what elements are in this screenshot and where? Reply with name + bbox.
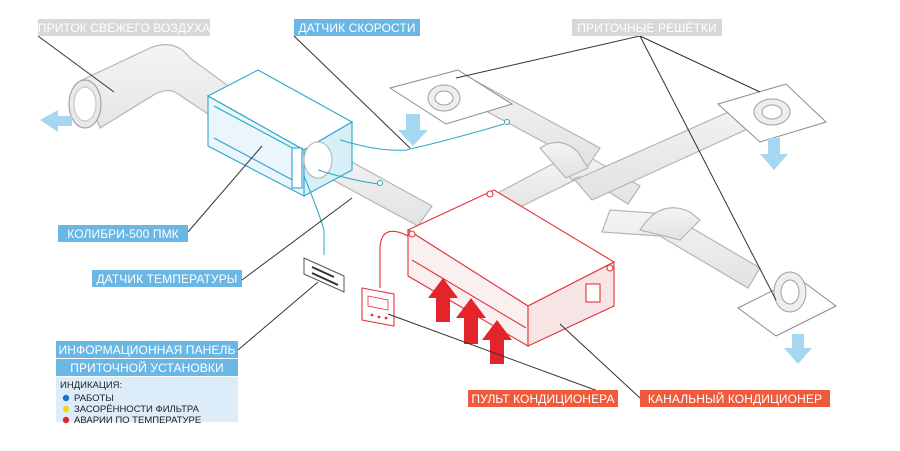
leader-lines <box>37 35 777 399</box>
cold-air-arrow-icon <box>428 278 458 322</box>
status-dot-icon <box>62 416 70 424</box>
unit-model-text: КОЛИБРИ-500 ПМК <box>67 227 179 241</box>
speed-sensor-text: ДАТЧИК СКОРОСТИ <box>298 21 415 35</box>
cold-air-arrow-icon <box>482 320 512 364</box>
grille-arrow-icon <box>760 138 788 170</box>
label-speed-sensor: ДАТЧИК СКОРОСТИ <box>294 19 420 36</box>
grille-arrow-icon <box>784 334 812 364</box>
info-panel-device <box>303 257 345 293</box>
duct-ac-unit <box>379 189 616 347</box>
status-dot-icon <box>62 394 70 402</box>
label-duct-ac: КАНАЛЬНЫЙ КОНДИЦИОНЕР <box>640 390 830 407</box>
label-temp-sensor: ДАТЧИК ТЕМПЕРАТУРЫ <box>92 270 242 287</box>
fresh-air-intake-text: ПРИТОК СВЕЖЕГО ВОЗДУХА <box>38 21 210 35</box>
ac-remote-text: ПУЛЬТ КОНДИЦИОНЕРА <box>471 392 614 406</box>
indication-item-work: РАБОТЫ <box>74 393 114 404</box>
label-ac-remote: ПУЛЬТ КОНДИЦИОНЕРА <box>468 390 618 407</box>
indication-title: ИНДИКАЦИЯ: <box>60 380 122 391</box>
label-fresh-air-intake: ПРИТОК СВЕЖЕГО ВОЗДУХА <box>38 19 210 36</box>
grille-arrow-icon <box>398 114 428 146</box>
indication-legend: ИНДИКАЦИЯ: РАБОТЫ ЗАСОРЁННОСТИ ФИЛЬТРА А… <box>56 377 238 426</box>
temp-sensor-text: ДАТЧИК ТЕМПЕРАТУРЫ <box>96 272 237 286</box>
kolibri-unit <box>206 69 354 197</box>
supply-grilles-text: ПРИТОЧНЫЕ РЕШЁТКИ <box>577 21 716 35</box>
indication-item-temp-alarm: АВАРИИ ПО ТЕМПЕРАТУРЕ <box>74 415 201 426</box>
intake-arrow-icon <box>40 110 72 132</box>
ac-remote-device <box>361 287 395 327</box>
status-dot-icon <box>62 405 70 413</box>
label-unit-model: КОЛИБРИ-500 ПМК <box>58 225 188 242</box>
cold-air-arrow-icon <box>456 298 486 344</box>
label-supply-grilles: ПРИТОЧНЫЕ РЕШЁТКИ <box>572 19 722 36</box>
indication-item-filter: ЗАСОРЁННОСТИ ФИЛЬТРА <box>74 404 200 415</box>
airflow-arrows-blue <box>40 110 812 364</box>
airflow-arrows-red <box>428 278 512 364</box>
label-info-panel: ИНФОРМАЦИОННАЯ ПАНЕЛЬ ПРИТОЧНОЙ УСТАНОВК… <box>56 341 238 376</box>
info-panel-title-line1: ИНФОРМАЦИОННАЯ ПАНЕЛЬ <box>59 343 236 357</box>
duct-ac-text: КАНАЛЬНЫЙ КОНДИЦИОНЕР <box>648 391 822 406</box>
info-panel-title-line2: ПРИТОЧНОЙ УСТАНОВКИ <box>70 360 223 375</box>
